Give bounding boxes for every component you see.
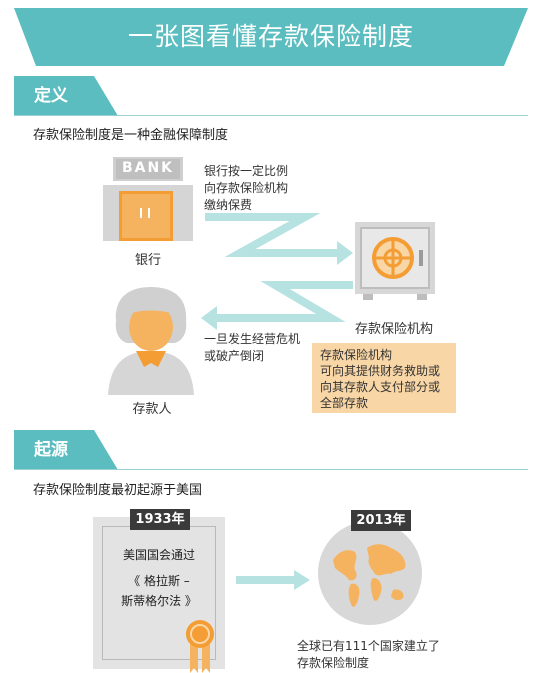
bank-note: 银行按一定比例 向存款保险机构 缴纳保费 bbox=[204, 163, 288, 214]
callout-line: 向其存款人支付部分或 bbox=[320, 380, 441, 394]
payout-arrow bbox=[215, 281, 353, 322]
section-tag-label: 定义 bbox=[34, 86, 68, 106]
globe-note: 全球已有111个国家建立了 存款保险制度 bbox=[297, 638, 440, 672]
flow-arrows bbox=[201, 213, 353, 330]
title-banner: 一张图看懂存款保险制度 bbox=[14, 8, 528, 66]
certificate-line: 斯蒂格尔法 》 bbox=[121, 594, 197, 608]
year-badge-2013: 2013年 bbox=[351, 510, 411, 531]
tag-shape bbox=[14, 430, 118, 470]
section-divider bbox=[14, 469, 528, 470]
origin-arrow bbox=[236, 570, 310, 590]
depositor-note-line: 一旦发生经营危机 bbox=[204, 332, 301, 346]
bank-label: 银行 bbox=[134, 253, 161, 268]
section-tag-origin: 起源 bbox=[14, 430, 124, 470]
banner-shape bbox=[14, 8, 528, 66]
section-tag-definition: 定义 bbox=[14, 76, 124, 116]
safe-icon bbox=[355, 222, 435, 300]
agency-label: 存款保险机构 bbox=[354, 322, 433, 337]
bank-door bbox=[119, 191, 173, 241]
tag-shape bbox=[14, 76, 118, 116]
bank-note-line: 银行按一定比例 bbox=[204, 164, 289, 178]
depositor-note: 一旦发生经营危机 或破产倒闭 bbox=[204, 331, 300, 365]
certificate-line: 《 格拉斯 – bbox=[128, 574, 190, 588]
callout-line: 存款保险机构 bbox=[320, 348, 393, 362]
insurance-agency-safe bbox=[355, 222, 435, 300]
globe-note-line: 存款保险制度 bbox=[297, 656, 370, 670]
definition-intro: 存款保险制度是一种金融保障制度 bbox=[33, 128, 229, 143]
globe-note-line: 全球已有111个国家建立了 bbox=[297, 639, 440, 653]
bank-building: BANK bbox=[103, 155, 193, 241]
certificate-text: 美国国会通过 《 格拉斯 – 斯蒂格尔法 》 bbox=[102, 545, 216, 611]
depositor-figure bbox=[106, 285, 196, 395]
section-tag-label: 起源 bbox=[34, 440, 68, 460]
payout-arrowhead bbox=[201, 306, 217, 330]
bank-sign: BANK bbox=[121, 160, 175, 176]
origin-intro: 存款保险制度最初起源于美国 bbox=[33, 483, 203, 498]
premium-arrow bbox=[205, 213, 345, 257]
bank-note-line: 缴纳保费 bbox=[204, 198, 253, 212]
year-badge-1933: 1933年 bbox=[130, 509, 190, 530]
globe-icon bbox=[318, 521, 422, 625]
agency-action-callout: 存款保险机构 可向其提供财务救助或 向其存款人支付部分或 全部存款 bbox=[312, 343, 456, 413]
section-divider bbox=[14, 115, 528, 116]
door-handles-icon bbox=[140, 208, 150, 218]
premium-arrowhead bbox=[337, 241, 353, 265]
depositor-note-line: 或破产倒闭 bbox=[204, 349, 265, 363]
page-title: 一张图看懂存款保险制度 bbox=[127, 22, 414, 51]
bank-note-line: 向存款保险机构 bbox=[204, 181, 289, 195]
callout-line: 可向其提供财务救助或 bbox=[320, 364, 441, 378]
depositor-label: 存款人 bbox=[132, 402, 172, 417]
person-icon bbox=[108, 287, 194, 395]
world-globe bbox=[315, 518, 425, 628]
callout-line: 全部存款 bbox=[320, 396, 369, 410]
seal-ribbon-icon bbox=[186, 620, 214, 673]
certificate-line: 美国国会通过 bbox=[122, 548, 195, 562]
